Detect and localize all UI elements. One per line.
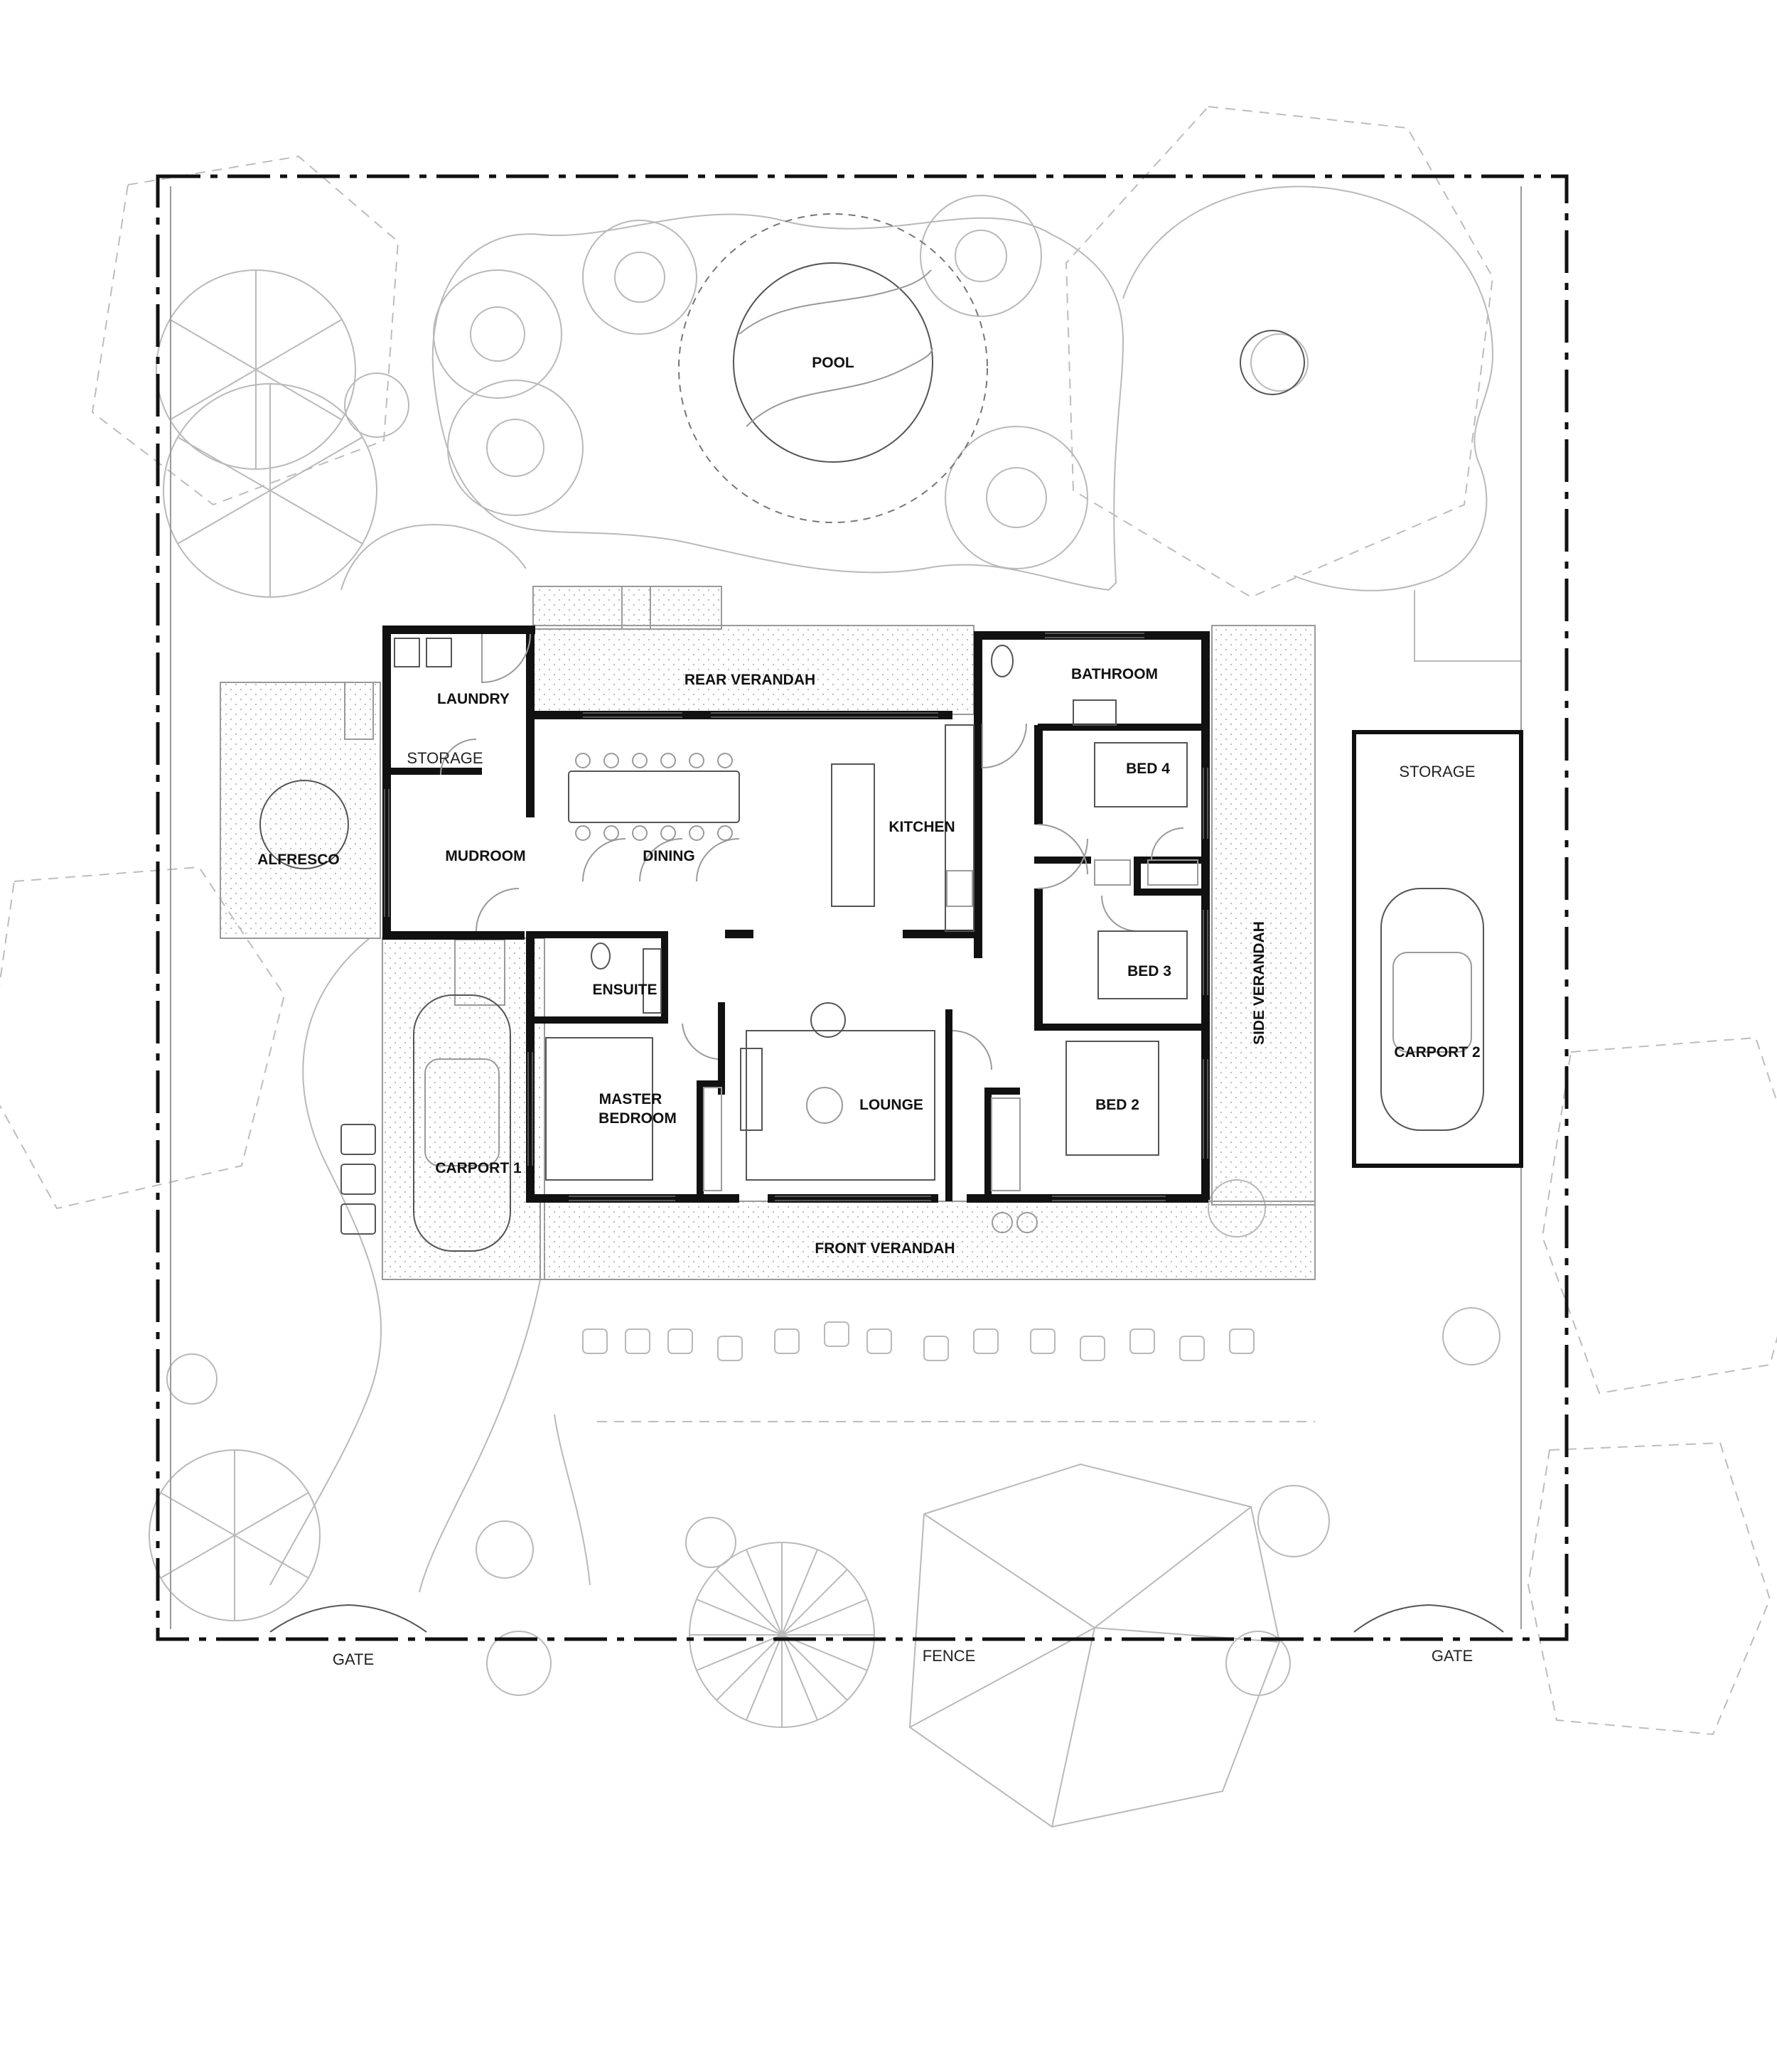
label-ensuite: ENSUITE (592, 982, 657, 998)
tree-canopy-pool-3 (582, 220, 697, 335)
rear-verandah-deck-step (532, 586, 722, 630)
label-carport-1: CARPORT 1 (435, 1160, 522, 1176)
tree-canopy-pool-1 (433, 269, 562, 399)
label-alfresco: ALFRESCO (257, 852, 340, 868)
tree-canopy-top-right (1065, 105, 1494, 598)
label-dining: DINING (643, 848, 695, 864)
label-storage-carport: STORAGE (1399, 763, 1475, 780)
tree-canopy-bottom-right (908, 1463, 1281, 1828)
label-rear-verandah: REAR VERANDAH (685, 672, 815, 688)
label-carport-2: CARPORT 2 (1394, 1044, 1480, 1061)
car-carport-2 (1380, 888, 1484, 1131)
site-labels: GATE FENCE GATE (333, 1647, 1473, 1668)
door-swings (440, 633, 1184, 1070)
label-fence: FENCE (923, 1647, 976, 1665)
landscape (0, 105, 1777, 1828)
car-carport-1 (413, 994, 511, 1252)
furniture (259, 330, 1305, 1233)
shrubs (166, 372, 1500, 1696)
tree-canopy-left (163, 383, 377, 598)
tree-canopy-far-right-lower (1527, 1442, 1771, 1736)
label-bed-4: BED 4 (1126, 761, 1170, 777)
carport-2-structure (1352, 730, 1523, 1168)
site-boundary (156, 174, 1569, 1641)
label-master-bedroom-line1: MASTER (599, 1091, 662, 1107)
front-verandah-deck (539, 1201, 1316, 1280)
rear-verandah-deck (532, 625, 975, 715)
label-bathroom: BATHROOM (1071, 666, 1158, 682)
label-laundry: LAUNDRY (437, 691, 510, 707)
side-verandah-deck (1211, 625, 1316, 1206)
pool (678, 213, 988, 523)
tree-canopy-pool-2 (447, 380, 584, 516)
alfresco-deck (220, 682, 381, 939)
tree-canopy-top-left (91, 155, 399, 506)
label-mudroom: MUDROOM (445, 848, 525, 864)
windows (384, 633, 1208, 1201)
label-bed-2: BED 2 (1095, 1097, 1139, 1113)
tree-canopy-bottom-left (149, 1449, 321, 1621)
gate-left (269, 1604, 427, 1633)
label-storage-house: STORAGE (407, 749, 483, 767)
tree-canopy-pool-5 (945, 426, 1088, 569)
label-bed-3: BED 3 (1127, 963, 1171, 979)
tree-canopy-bottom-centre (689, 1542, 875, 1728)
tree-canopy-pool-4 (920, 195, 1042, 317)
garden-pavers (582, 1321, 1255, 1361)
label-pool: POOL (812, 355, 854, 371)
bins (340, 1124, 376, 1235)
label-lounge: LOUNGE (859, 1097, 923, 1113)
label-gate-right: GATE (1432, 1647, 1473, 1665)
room-labels: POOL REAR VERANDAH LAUNDRY STORAGE BATHR… (257, 355, 1480, 1257)
gate-right (1353, 1604, 1504, 1633)
carport-1-slab (382, 938, 545, 1280)
label-side-verandah: SIDE VERANDAH (1251, 921, 1267, 1045)
alfresco-table (259, 780, 349, 869)
label-master-bedroom-line2: BEDROOM (598, 1110, 677, 1127)
label-front-verandah: FRONT VERANDAH (815, 1240, 955, 1257)
tree-canopy-far-left (0, 866, 286, 1210)
label-gate-left: GATE (333, 1650, 374, 1668)
tree-canopy-far-right (1541, 1036, 1777, 1395)
label-kitchen: KITCHEN (888, 819, 955, 835)
